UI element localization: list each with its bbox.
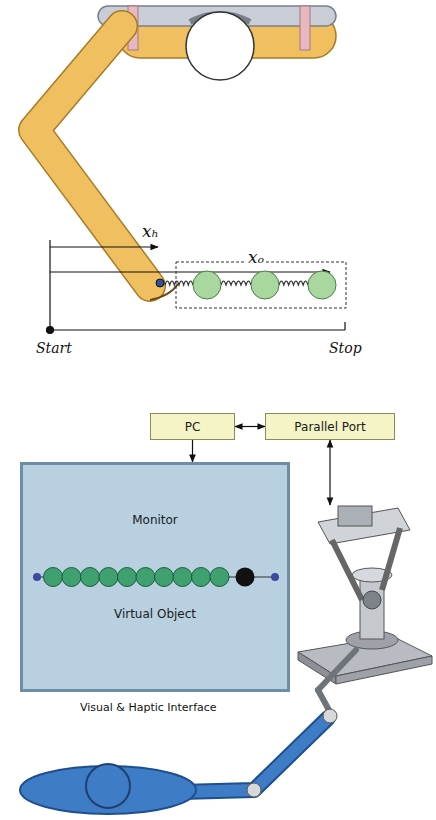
- virtual-object-top-part: [193, 271, 221, 299]
- pc-box: PC: [150, 413, 235, 440]
- person-top-part: [186, 12, 254, 80]
- node-text: PC: [185, 420, 201, 434]
- arm-top-part: [150, 284, 178, 300]
- dimension-lines-part: [49, 240, 50, 332]
- person-bottom-part: [247, 783, 261, 797]
- haptic-robot: [298, 440, 432, 712]
- end-point: [271, 573, 279, 581]
- haptic-robot-part: [360, 575, 384, 639]
- haptic-robot-part: [363, 591, 381, 609]
- node-text: Virtual Object: [114, 607, 196, 621]
- dimension-lines-part: [47, 327, 54, 334]
- mass-ball: [99, 568, 118, 587]
- arm-top-part: [156, 279, 164, 287]
- dimension-lines-part: [50, 329, 345, 330]
- arm-top: [34, 26, 178, 300]
- haptic-robot-part: [318, 650, 356, 690]
- mass-ball: [118, 568, 137, 587]
- hand-ball: [236, 568, 255, 587]
- mass-ball: [155, 568, 174, 587]
- mass-ball: [44, 568, 63, 587]
- virtual-object-screen: [23, 465, 287, 689]
- dimension-label: xₒ: [246, 247, 266, 267]
- dimension-lines-part: [50, 271, 330, 272]
- dimension-lines: [47, 240, 346, 334]
- person-top-part: [300, 6, 310, 50]
- dimension-lines-part: [344, 322, 345, 330]
- virtual-object-top-part: [251, 271, 279, 299]
- interface-caption: Visual & Haptic Interface: [78, 701, 219, 714]
- connector-arrow: [192, 440, 193, 462]
- person-bottom-part: [323, 709, 337, 723]
- dimension-lines-part: [50, 246, 158, 247]
- mass-ball: [136, 568, 155, 587]
- mass-ball: [210, 568, 229, 587]
- virtual-object-top-part: [308, 271, 336, 299]
- port-box: Parallel Port: [265, 413, 395, 440]
- virtual-object-top-part: [165, 281, 308, 285]
- node-text: Monitor: [132, 513, 178, 527]
- dimension-label: xₕ: [140, 221, 161, 241]
- haptic-robot-part: [332, 540, 362, 600]
- connector-arrow: [235, 426, 265, 427]
- mass-ball: [81, 568, 100, 587]
- person-bottom-part: [180, 718, 328, 792]
- person-bottom-part: [86, 764, 130, 808]
- haptic-robot-part: [338, 506, 372, 526]
- haptic-robot-part: [329, 440, 330, 505]
- person-bottom-part: [180, 718, 328, 792]
- haptic-robot-part: [382, 528, 400, 590]
- virtual-object-top-part: [176, 262, 346, 308]
- end-point: [33, 573, 41, 581]
- position-label: Start: [34, 340, 74, 356]
- virtual-object-top: [165, 262, 346, 308]
- position-label: Stop: [327, 340, 364, 356]
- mass-ball: [62, 568, 81, 587]
- mass-ball: [192, 568, 211, 587]
- node-text: Parallel Port: [294, 420, 365, 434]
- haptic-robot-part: [318, 690, 330, 712]
- person-bottom: [20, 709, 337, 814]
- mass-ball: [173, 568, 192, 587]
- monitor-box: MonitorVirtual Object: [20, 462, 290, 692]
